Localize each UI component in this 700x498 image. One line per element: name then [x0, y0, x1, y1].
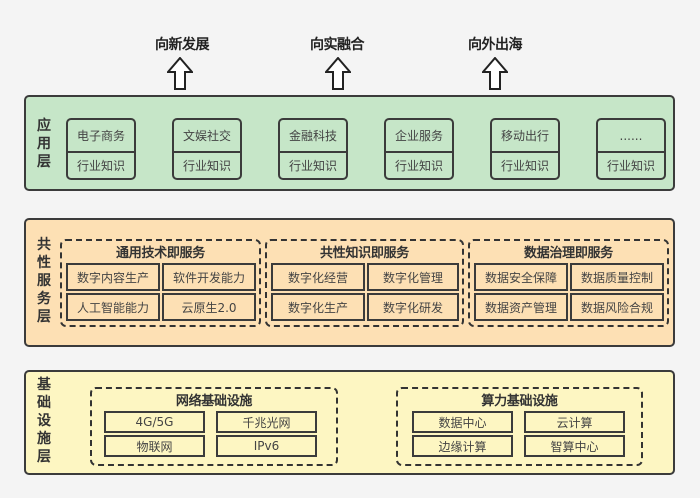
- app-card-sub: 行业知识: [182, 159, 231, 173]
- app-card-name: 企业服务: [386, 120, 452, 153]
- app-card: 企业服务 行业知识: [384, 118, 454, 180]
- app-card-name: 文娱社交: [174, 120, 240, 153]
- group-title: 数据治理即服务: [524, 246, 613, 261]
- group-title: 算力基础设施: [481, 394, 558, 409]
- service-cell: 数字化经营: [271, 263, 365, 291]
- infra-cell: IPv6: [216, 435, 317, 457]
- up-arrow-icon: [167, 57, 193, 90]
- layer-title: 基础设施层: [37, 377, 51, 465]
- app-card-sub: 行业知识: [606, 159, 655, 173]
- group-title: 通用技术即服务: [116, 246, 205, 261]
- infra-group: 网络基础设施 4G/5G 千兆光网 物联网 IPv6: [90, 387, 338, 466]
- up-arrow-icon: [482, 57, 508, 90]
- infra-group: 算力基础设施 数据中心 云计算 边缘计算 智算中心: [396, 387, 643, 466]
- infrastructure-layer: 基础设施层 网络基础设施 4G/5G 千兆光网 物联网 IPv6 算力基础设施 …: [24, 370, 675, 475]
- group-title: 共性知识即服务: [320, 246, 409, 261]
- service-cell: 软件开发能力: [162, 263, 256, 291]
- service-group: 通用技术即服务 数字内容生产 软件开发能力 人工智能能力 云原生2.0: [60, 239, 261, 327]
- infra-cell: 边缘计算: [412, 435, 513, 457]
- infra-cell: 千兆光网: [216, 411, 317, 433]
- infra-cell: 数据中心: [412, 411, 513, 433]
- app-card-name: 金融科技: [280, 120, 346, 153]
- service-cell: 数据风险合规: [570, 293, 664, 321]
- service-group: 数据治理即服务 数据安全保障 数据质量控制 数据资产管理 数据风险合规: [468, 239, 669, 327]
- service-group: 共性知识即服务 数字化经营 数字化管理 数字化生产 数字化研发: [265, 239, 464, 327]
- service-cell: 数字内容生产: [66, 263, 160, 291]
- infra-cell: 智算中心: [524, 435, 625, 457]
- app-card: ...... 行业知识: [596, 118, 666, 180]
- app-card-name: ......: [598, 120, 664, 153]
- goal-label-going-overseas: 向外出海: [468, 37, 523, 53]
- app-card-name: 电子商务: [68, 120, 134, 153]
- service-cell: 数据安全保障: [474, 263, 568, 291]
- infra-cell: 4G/5G: [104, 411, 205, 433]
- app-card-sub: 行业知识: [394, 159, 443, 173]
- service-cell: 数字化生产: [271, 293, 365, 321]
- up-arrow-icon: [325, 57, 351, 90]
- app-card-name: 移动出行: [492, 120, 558, 153]
- service-cell: 云原生2.0: [162, 293, 256, 321]
- app-card-sub: 行业知识: [76, 159, 125, 173]
- app-card-sub: 行业知识: [288, 159, 337, 173]
- service-cell: 数字化管理: [367, 263, 459, 291]
- infra-cell: 物联网: [104, 435, 205, 457]
- app-card-sub: 行业知识: [500, 159, 549, 173]
- shared-service-layer: 共性服务层 通用技术即服务 数字内容生产 软件开发能力 人工智能能力 云原生2.…: [24, 218, 675, 347]
- application-layer: 应用层 电子商务 行业知识 文娱社交 行业知识 金融科技 行业知识 企业服务 行…: [24, 95, 675, 191]
- app-card: 文娱社交 行业知识: [172, 118, 242, 180]
- infra-cell: 云计算: [524, 411, 625, 433]
- app-card: 金融科技 行业知识: [278, 118, 348, 180]
- service-cell: 人工智能能力: [66, 293, 160, 321]
- layer-title: 共性服务层: [37, 237, 51, 325]
- service-cell: 数据质量控制: [570, 263, 664, 291]
- goal-label-new-development: 向新发展: [155, 37, 210, 53]
- app-card: 移动出行 行业知识: [490, 118, 560, 180]
- group-title: 网络基础设施: [175, 394, 253, 409]
- app-card: 电子商务 行业知识: [66, 118, 136, 180]
- layer-title: 应用层: [37, 118, 51, 170]
- goal-label-real-integration: 向实融合: [310, 37, 365, 53]
- service-cell: 数据资产管理: [474, 293, 568, 321]
- service-cell: 数字化研发: [367, 293, 459, 321]
